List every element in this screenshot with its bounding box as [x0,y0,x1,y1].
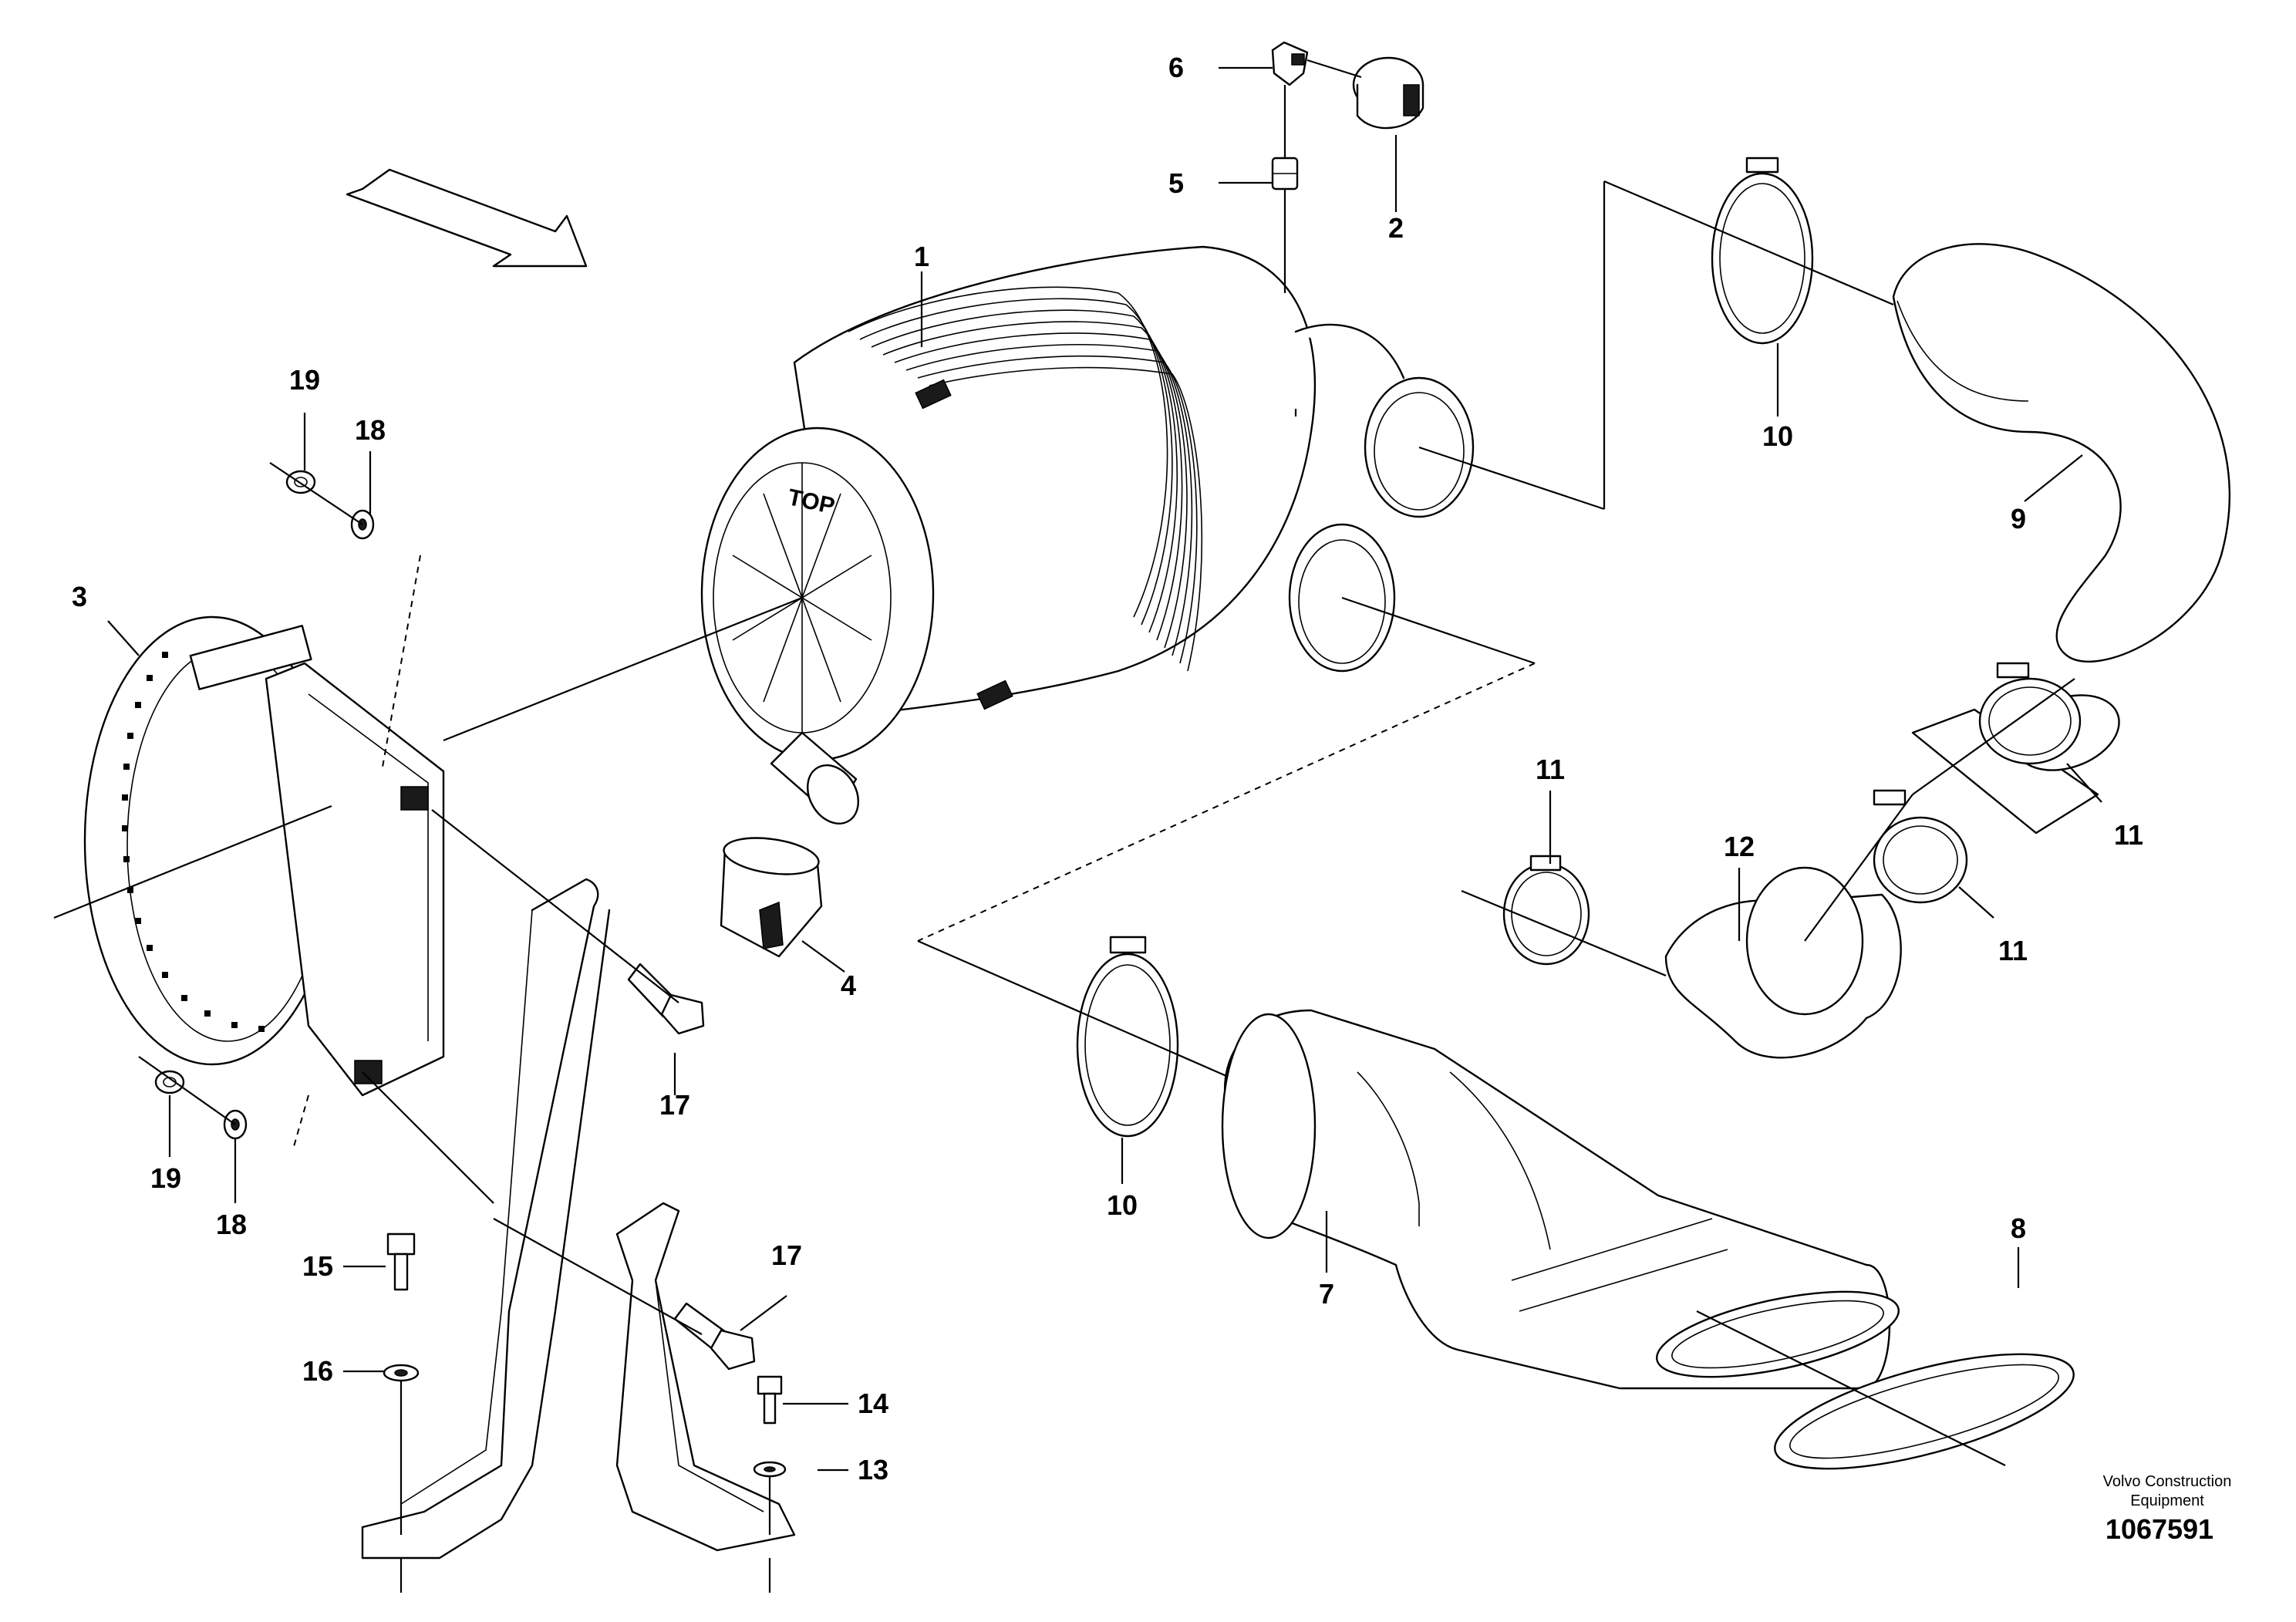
flange-bolt-17-upper [627,963,705,1035]
elbow-hose [1664,866,1902,1059]
hose-clamp-11-middle [1873,789,1968,904]
callout-7: 7 [1319,1278,1334,1310]
callout-18-upper: 18 [355,414,386,446]
callout-16: 16 [302,1355,333,1387]
flange-bolt-17-lower [673,1302,756,1371]
callout-2: 2 [1388,212,1404,244]
callout-10-upper: 10 [1762,420,1793,452]
airflow-direction-arrow [346,168,588,268]
hose-clamp-11-upper [1978,662,2082,765]
dashed-reference-lines [292,555,1536,1150]
callout-11-middle: 11 [1998,935,2028,966]
support-bracket-left [361,878,611,1560]
washer-13 [753,1461,787,1478]
elbow-fitting [1271,41,1309,86]
restriction-sensor [1306,56,1424,130]
support-bracket-right [615,1202,796,1552]
callout-4: 4 [841,969,856,1001]
hose-clamp-11-left [1502,855,1590,966]
callout-8: 8 [2011,1212,2026,1244]
nipple-fitting [1271,85,1299,293]
bolt-15 [386,1233,416,1291]
washer-16 [383,1364,420,1382]
nut-19-lower [154,1070,185,1094]
callout-17-upper: 17 [659,1089,690,1121]
assembly-lines [53,180,2075,1593]
callout-15: 15 [302,1250,333,1282]
callout-3: 3 [72,581,87,612]
callout-11-right: 11 [2114,819,2143,851]
hose-clamp-10-lower [1076,936,1179,1138]
callout-14: 14 [858,1388,888,1419]
air-inlet-duct [1221,1009,1900,1390]
vacuator-valve [720,837,823,958]
callout-12: 12 [1724,831,1755,862]
manufacturer-line-2: Equipment [2130,1492,2204,1509]
callout-19-upper: 19 [289,364,320,396]
callout-5: 5 [1168,167,1184,199]
manufacturer-line-1: Volvo Construction [2103,1473,2232,1490]
title-block: Volvo Construction Equipment 1067591 [2103,1473,2232,1545]
callout-9: 9 [2011,503,2026,534]
duct-seal [1774,1353,2075,1470]
hose-clamp-10-upper [1711,157,1814,345]
rubber-hose [1892,243,2230,663]
callout-19-lower: 19 [150,1162,181,1194]
callout-6: 6 [1168,52,1184,83]
callout-18-lower: 18 [216,1209,247,1240]
callout-10-lower: 10 [1107,1189,1138,1221]
callout-labels: 1 2 3 4 5 6 7 8 9 10 10 11 11 11 12 13 1… [72,52,2143,1485]
air-cleaner-housing: TOP [700,245,1475,824]
callout-11-left: 11 [1536,754,1565,785]
callout-1: 1 [914,241,929,272]
mounting-band-bracket [83,615,445,1097]
document-number: 1067591 [2106,1513,2213,1545]
bolt-14 [757,1375,783,1425]
callout-leaders [107,66,2102,1472]
callout-17-lower: 17 [771,1239,802,1271]
callout-13: 13 [858,1454,888,1485]
